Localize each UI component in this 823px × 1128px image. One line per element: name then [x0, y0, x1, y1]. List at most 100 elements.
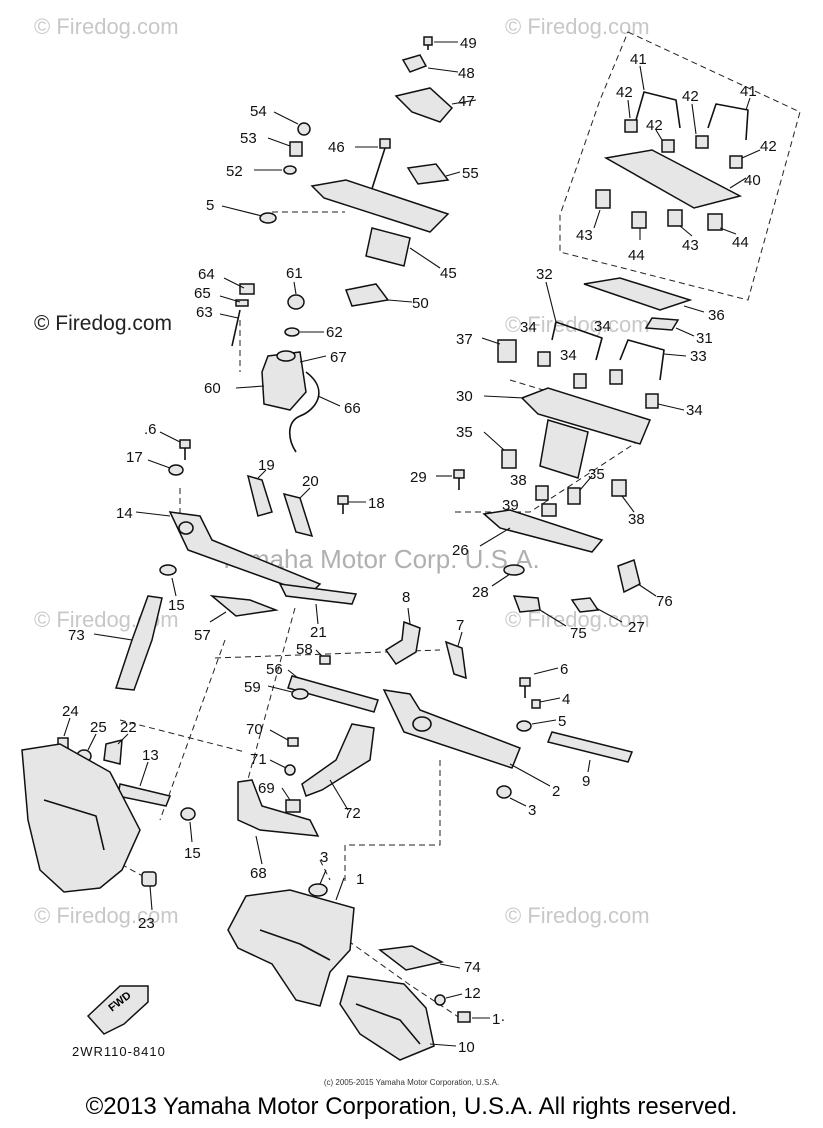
- callout-label: 1·: [492, 1011, 505, 1028]
- part-70-bolt: [269, 729, 299, 747]
- part-38-bushings: [535, 479, 635, 513]
- callout-label: 43: [576, 227, 593, 244]
- part-59-clip: [267, 685, 309, 700]
- callout-label: 34: [560, 347, 577, 364]
- part-15-washer-lower: [180, 807, 196, 843]
- part-30-bracket: [483, 387, 652, 479]
- callout-labels: 1 2 3 3 4 5 5 6 .6 7 8 9 10 1· 12 13 14 …: [62, 35, 777, 1056]
- alignment-line: [214, 649, 441, 659]
- part-3-grommet-upper: [496, 785, 527, 807]
- callout-label: 5: [558, 713, 566, 730]
- part-36-plate: [583, 277, 705, 313]
- part-50-bracket: [344, 283, 413, 307]
- part-74-bracket: [378, 945, 461, 971]
- callout-label: 38: [628, 511, 645, 528]
- part-9-bar: [546, 731, 634, 773]
- callout-label: 35: [456, 424, 473, 441]
- part-14-bracket: [135, 511, 322, 595]
- part-37-cap: [481, 337, 517, 363]
- forward-arrow-icon: FWD: [86, 985, 149, 1035]
- part-18-bolt: [337, 495, 366, 514]
- watermark-mid-right: © Firedog.com: [505, 312, 650, 337]
- part-42-bushings: [624, 99, 761, 169]
- part-22-clip: [103, 733, 129, 765]
- part-8-pipe: [384, 607, 421, 665]
- callout-label: 50: [412, 295, 429, 312]
- part-1-cowling: [227, 877, 355, 1007]
- alignment-line: [244, 607, 296, 791]
- part-68-holder: [237, 779, 320, 865]
- part-5-washer: [221, 205, 277, 224]
- callout-label: 33: [690, 348, 707, 365]
- part-62-washer: [284, 327, 324, 337]
- part-20-bracket: [282, 487, 314, 538]
- part-28-clip: [491, 564, 525, 587]
- callout-label: 64: [198, 266, 215, 283]
- callout-label: 34: [520, 319, 537, 336]
- callout-label: 42: [682, 88, 699, 105]
- callout-label: 15: [168, 597, 185, 614]
- part-31-washer: [644, 317, 695, 337]
- part-4-bolt: [531, 697, 561, 709]
- callout-label: 26: [452, 542, 469, 559]
- part-52-washer: [254, 165, 297, 175]
- callout-label: 23: [138, 915, 155, 932]
- callout-label: 60: [204, 380, 221, 397]
- callout-label: 22: [120, 719, 137, 736]
- callout-label: 65: [194, 285, 211, 302]
- callout-label: 41: [740, 83, 757, 100]
- callout-label: 15: [184, 845, 201, 862]
- part-40-plate: [603, 149, 747, 209]
- callout-label: 4: [562, 691, 570, 708]
- part-43-44-grommets: [593, 189, 737, 240]
- callout-label: 27: [628, 619, 645, 636]
- callout-label: 40: [744, 172, 761, 189]
- alignment-line: [319, 859, 331, 881]
- callout-label: 12: [464, 985, 481, 1002]
- callout-label: 32: [536, 266, 553, 283]
- part-75-bracket: [512, 595, 567, 627]
- part-56-bar: [287, 669, 379, 713]
- callout-label: 41: [630, 51, 647, 68]
- drawing-code: 2WR110-8410: [72, 1044, 166, 1059]
- callout-label: 55: [462, 165, 479, 182]
- callout-label: 21: [310, 624, 327, 641]
- part-7-bracket: [444, 631, 467, 680]
- callout-label: 44: [628, 247, 645, 264]
- callout-label: 75: [570, 625, 587, 642]
- part-60-reservoir: [235, 350, 307, 411]
- callout-label: 42: [760, 138, 777, 155]
- callout-label: 42: [646, 117, 663, 134]
- callout-label: 59: [244, 679, 261, 696]
- callout-label: 46: [328, 139, 345, 156]
- callout-label: 76: [656, 593, 673, 610]
- part-3-grommet-lower: [308, 869, 328, 897]
- callout-label: 69: [258, 780, 275, 797]
- callout-label: 43: [682, 237, 699, 254]
- callout-label: 53: [240, 130, 257, 147]
- part-61-cap: [287, 281, 305, 310]
- callout-label: 37: [456, 331, 473, 348]
- part-5-washer-lower: [516, 719, 557, 732]
- callout-label: 17: [126, 449, 143, 466]
- part-46-screw: [355, 138, 391, 196]
- callout-label: 14: [116, 505, 133, 522]
- callout-label: 24: [62, 703, 79, 720]
- part-13-bracket: [117, 761, 172, 807]
- small-copyright: (c) 2005-2015 Yamaha Motor Corporation, …: [323, 1078, 500, 1087]
- callout-label: 18: [368, 495, 385, 512]
- callout-label: 3: [320, 849, 328, 866]
- part-48-nut: [401, 54, 459, 73]
- part-47-bracket: [394, 87, 477, 123]
- callout-label: 66: [344, 400, 361, 417]
- part-64-65-63-bolt: [219, 277, 255, 347]
- callout-label: 30: [456, 388, 473, 405]
- part-27-clip: [570, 597, 623, 623]
- callout-label: 45: [440, 265, 457, 282]
- part-41-handle: [635, 65, 751, 141]
- part-34-bushings: [537, 351, 685, 411]
- callout-label: 52: [226, 163, 243, 180]
- part-66-hose: [288, 371, 341, 453]
- callout-label: 20: [302, 473, 319, 490]
- part-21-rail: [278, 583, 358, 625]
